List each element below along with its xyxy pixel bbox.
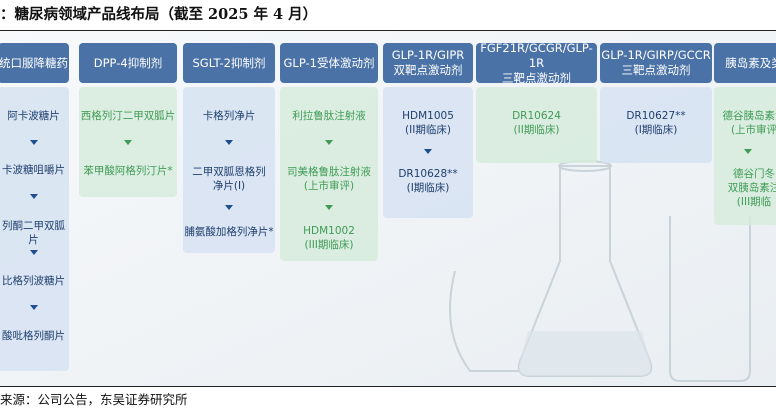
column-body: 德谷胰岛素注 (上市审评 德谷门冬 双胰岛素注 (III期临 (714, 87, 776, 225)
arrow-down-icon (30, 194, 38, 199)
column-body: 卡格列净片 二甲双胍恩格列 净片(I) 脯氨酸加格列净片* (183, 87, 275, 253)
column-header: GLP-1R/GIRP/GCCR 三靶点激动剂 (600, 43, 712, 83)
product-item: DR10624 (II期临床) (512, 110, 561, 136)
column-body: 阿卡波糖片 卡波糖咀嚼片 列酮二甲双胍片 比格列波糖片 酸吡格列酮片 (0, 87, 69, 371)
column-header: DPP-4抑制剂 (79, 43, 177, 83)
product-item: 利拉鲁肽注射液 (292, 110, 366, 122)
product-item: HDM1002 (III期临床) (303, 225, 355, 251)
product-item: 司美格鲁肽注射液 (上市审评) (287, 166, 371, 192)
column-body: HDM1005 (II期临床) DR10628** (I期临床) (383, 87, 473, 218)
arrow-down-icon (225, 205, 233, 210)
column-body: DR10624 (II期临床) (476, 87, 597, 163)
arrow-down-icon (225, 140, 233, 145)
arrow-down-icon (325, 205, 333, 210)
column-header: GLP-1受体激动剂 (280, 43, 378, 83)
bottom-rule (0, 386, 776, 387)
product-item: DR10628** (I期临床) (398, 168, 458, 194)
column-header: GLP-1R/GIPR 双靶点激动剂 (383, 43, 473, 83)
product-item: 酸吡格列酮片 (2, 330, 65, 342)
arrow-down-icon (424, 149, 432, 154)
column-body: 利拉鲁肽注射液 司美格鲁肽注射液 (上市审评) HDM1002 (III期临床) (280, 87, 378, 261)
product-item: HDM1005 (II期临床) (402, 110, 454, 136)
product-item: 比格列波糖片 (2, 275, 65, 287)
top-rule (0, 30, 776, 31)
arrow-down-icon (744, 149, 752, 154)
product-item: 苯甲酸阿格列汀片* (83, 165, 173, 177)
arrow-down-icon (124, 140, 132, 145)
product-item: 阿卡波糖片 (7, 110, 60, 122)
column-body: DR10627** (I期临床) (600, 87, 712, 163)
product-item: DR10627** (I期临床) (626, 110, 686, 136)
product-item: 卡波糖咀嚼片 (2, 164, 65, 176)
product-item: 德谷门冬 双胰岛素注 (III期临 (727, 168, 776, 208)
product-item: 卡格列净片 (202, 110, 256, 122)
product-item: 西格列汀二甲双胍片 (80, 110, 176, 122)
product-item: 德谷胰岛素注 (上市审评 (722, 110, 776, 136)
arrow-down-icon (30, 250, 38, 255)
product-item: 列酮二甲双胍片 (2, 220, 65, 246)
pipeline-figure: 统口服降糖药 阿卡波糖片 卡波糖咀嚼片 列酮二甲双胍片 比格列波糖片 酸吡格列酮… (0, 31, 776, 386)
column-header: 统口服降糖药 (0, 43, 69, 83)
arrow-down-icon (30, 140, 38, 145)
arrow-down-icon (30, 305, 38, 310)
column-header: 胰岛素及类 (714, 43, 776, 83)
column-body: 西格列汀二甲双胍片 苯甲酸阿格列汀片* (79, 87, 177, 197)
column-header: SGLT-2抑制剂 (183, 43, 275, 83)
page-title: ：糖尿病领域产品线布局（截至 2025 年 4 月） (0, 6, 318, 23)
product-item: 二甲双胍恩格列 净片(I) (192, 166, 266, 192)
arrow-down-icon (325, 140, 333, 145)
source-note: 来源：公司公告，东吴证券研究所 (0, 392, 188, 407)
product-item: 脯氨酸加格列净片* (184, 226, 274, 238)
column-header: FGF21R/GCGR/GLP-1R 三靶点激动剂 (476, 41, 597, 85)
